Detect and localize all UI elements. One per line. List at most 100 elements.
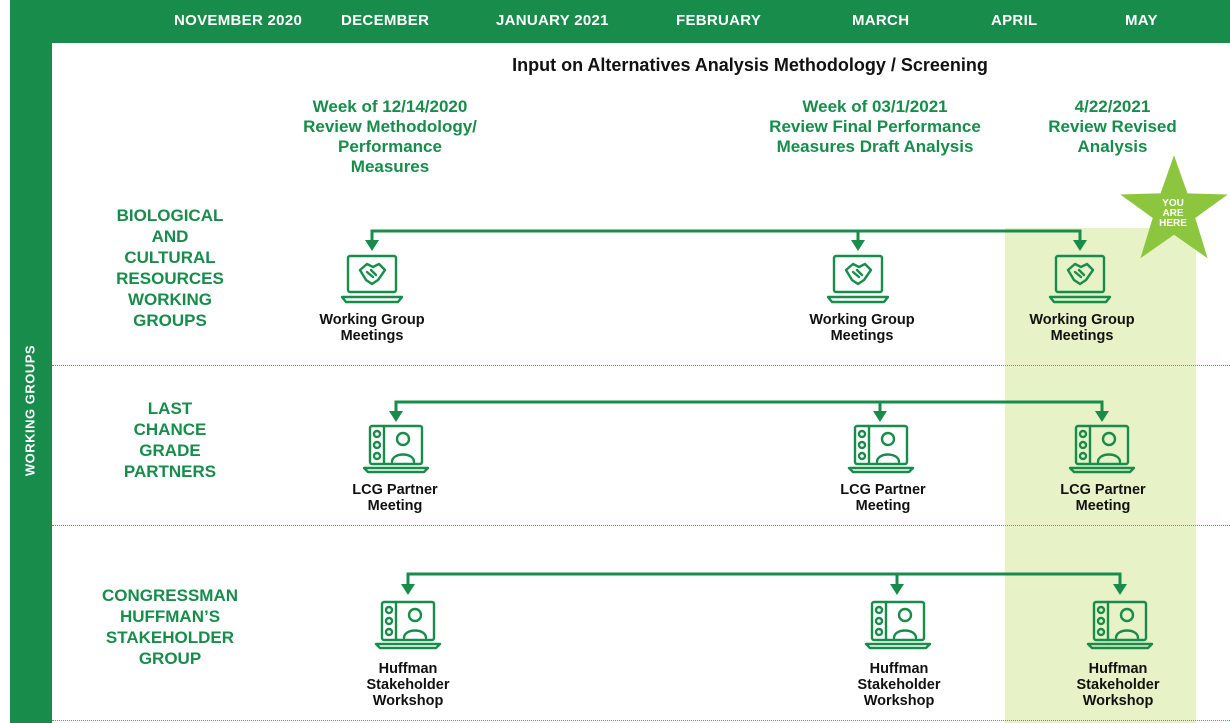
you-are-here-line: ARE (1162, 208, 1184, 219)
event-caption-line: LCG Partner (1060, 482, 1146, 498)
video-call-laptop-icon (864, 600, 932, 650)
arrowhead-icon (1095, 411, 1109, 422)
video-call-laptop-icon (1068, 424, 1136, 474)
event-caption: Huffman Stakeholder Workshop (328, 661, 488, 709)
month-label-jan-2021: JANUARY 2021 (496, 12, 609, 29)
event-caption-line: Working Group (809, 312, 915, 328)
event-caption-line: Meeting (367, 498, 423, 514)
group-label-line: AND (151, 227, 189, 246)
group-label-line: STAKEHOLDER (105, 628, 235, 647)
event-caption: LCG Partner Meeting (315, 482, 475, 514)
event-caption-line: Huffman (378, 661, 438, 677)
event-caption-line: Meetings (1050, 328, 1114, 344)
month-label-may: MAY (1125, 12, 1158, 29)
arrowhead-icon (389, 411, 403, 422)
month-label-dec: DECEMBER (341, 12, 430, 29)
milestone-line: Week of 12/14/2020 (312, 97, 468, 116)
milestone-line: Measures (350, 157, 430, 176)
event-caption: LCG Partner Meeting (803, 482, 963, 514)
event-caption-line: Meeting (855, 498, 911, 514)
group-label-line: LAST (147, 399, 193, 418)
event-caption-line: Huffman (869, 661, 929, 677)
event-caption-line: Meetings (340, 328, 404, 344)
group-label-line: WORKING (127, 290, 213, 309)
event-caption-line: LCG Partner (352, 482, 438, 498)
group-label-line: CONGRESSMAN (101, 586, 238, 605)
event-caption: Working Group Meetings (292, 312, 452, 344)
you-are-here-line: HERE (1159, 218, 1187, 229)
video-call-laptop-icon (1086, 600, 1154, 650)
row-divider (52, 525, 1230, 526)
arrowhead-icon (873, 411, 887, 422)
connector-line-huffman (406, 572, 1122, 586)
connector-line-lcg (394, 400, 1104, 413)
month-label-apr: APRIL (991, 12, 1038, 29)
you-are-here-star-icon (1120, 155, 1228, 259)
event-caption: Working Group Meetings (1002, 312, 1162, 344)
milestone-apr: 4/22/2021 Review Revised Analysis (1025, 97, 1200, 157)
event-caption: Huffman Stakeholder Workshop (1038, 661, 1198, 709)
handshake-laptop-icon (1048, 254, 1112, 304)
group-label-line: PARTNERS (123, 462, 217, 481)
group-label-line: GRADE (139, 441, 201, 460)
milestone-line: Performance (338, 137, 442, 156)
arrowhead-icon (401, 584, 415, 595)
arrowhead-icon (890, 584, 904, 595)
connector-line-biological (370, 229, 1082, 242)
month-label-feb: FEBRUARY (676, 12, 762, 29)
month-label-nov-2020: NOVEMBER 2020 (174, 12, 303, 29)
event-caption: Working Group Meetings (782, 312, 942, 344)
milestone-line: Review Final Performance (769, 117, 981, 136)
arrowhead-icon (365, 240, 379, 251)
handshake-laptop-icon (826, 254, 890, 304)
event-caption: Huffman Stakeholder Workshop (819, 661, 979, 709)
event-caption-line: Meetings (830, 328, 894, 344)
event-caption-line: Workshop (863, 693, 935, 709)
group-label-line: CHANCE (133, 420, 207, 439)
event-caption-line: Workshop (372, 693, 444, 709)
group-label-line: GROUPS (133, 311, 207, 330)
group-label-huffman: CONGRESSMAN HUFFMAN’S STAKEHOLDER GROUP (75, 585, 265, 669)
event-caption-line: Stakeholder (857, 677, 941, 693)
video-call-laptop-icon (847, 424, 915, 474)
group-label-line: GROUP (138, 649, 202, 668)
you-are-here-line: YOU (1162, 198, 1184, 209)
event-caption: LCG Partner Meeting (1023, 482, 1183, 514)
group-label-line: HUFFMAN’S (119, 607, 221, 626)
milestone-line: Week of 03/1/2021 (802, 97, 948, 116)
month-label-mar: MARCH (852, 12, 910, 29)
milestone-line: Measures Draft Analysis (776, 137, 974, 156)
milestone-line: Review Revised (1048, 117, 1177, 136)
event-caption-line: Workshop (1082, 693, 1154, 709)
group-label-line: RESOURCES (116, 269, 224, 288)
group-label-line: BIOLOGICAL (116, 206, 224, 225)
milestone-dec: Week of 12/14/2020 Review Methodology/ P… (270, 97, 510, 177)
milestone-mar: Week of 03/1/2021 Review Final Performan… (735, 97, 1015, 157)
group-label-line: CULTURAL (124, 248, 216, 267)
milestone-line: Analysis (1077, 137, 1148, 156)
group-label-lcg: LAST CHANCE GRADE PARTNERS (100, 398, 240, 482)
arrowhead-icon (851, 240, 865, 251)
milestone-line: 4/22/2021 (1074, 97, 1151, 116)
event-caption-line: Huffman (1088, 661, 1148, 677)
arrowhead-icon (1073, 240, 1087, 251)
group-label-biological: BIOLOGICAL AND CULTURAL RESOURCES WORKIN… (85, 205, 255, 331)
arrowhead-icon (1113, 584, 1127, 595)
working-groups-side-bar: WORKING GROUPS (10, 43, 52, 723)
milestone-line: Review Methodology/ (303, 117, 477, 136)
you-are-here-label: YOU ARE HERE (1148, 199, 1198, 229)
event-caption-line: Working Group (1029, 312, 1135, 328)
event-caption-line: Meeting (1075, 498, 1131, 514)
video-call-laptop-icon (374, 600, 442, 650)
video-call-laptop-icon (362, 424, 430, 474)
row-divider (52, 720, 1230, 721)
event-caption-line: Stakeholder (1076, 677, 1160, 693)
event-caption-line: Stakeholder (366, 677, 450, 693)
handshake-laptop-icon (340, 254, 404, 304)
row-divider (52, 365, 1230, 366)
event-caption-line: LCG Partner (840, 482, 926, 498)
month-timeline-bar: NOVEMBER 2020 DECEMBER JANUARY 2021 FEBR… (10, 0, 1230, 43)
event-caption-line: Working Group (319, 312, 425, 328)
headline: Input on Alternatives Analysis Methodolo… (512, 55, 988, 75)
